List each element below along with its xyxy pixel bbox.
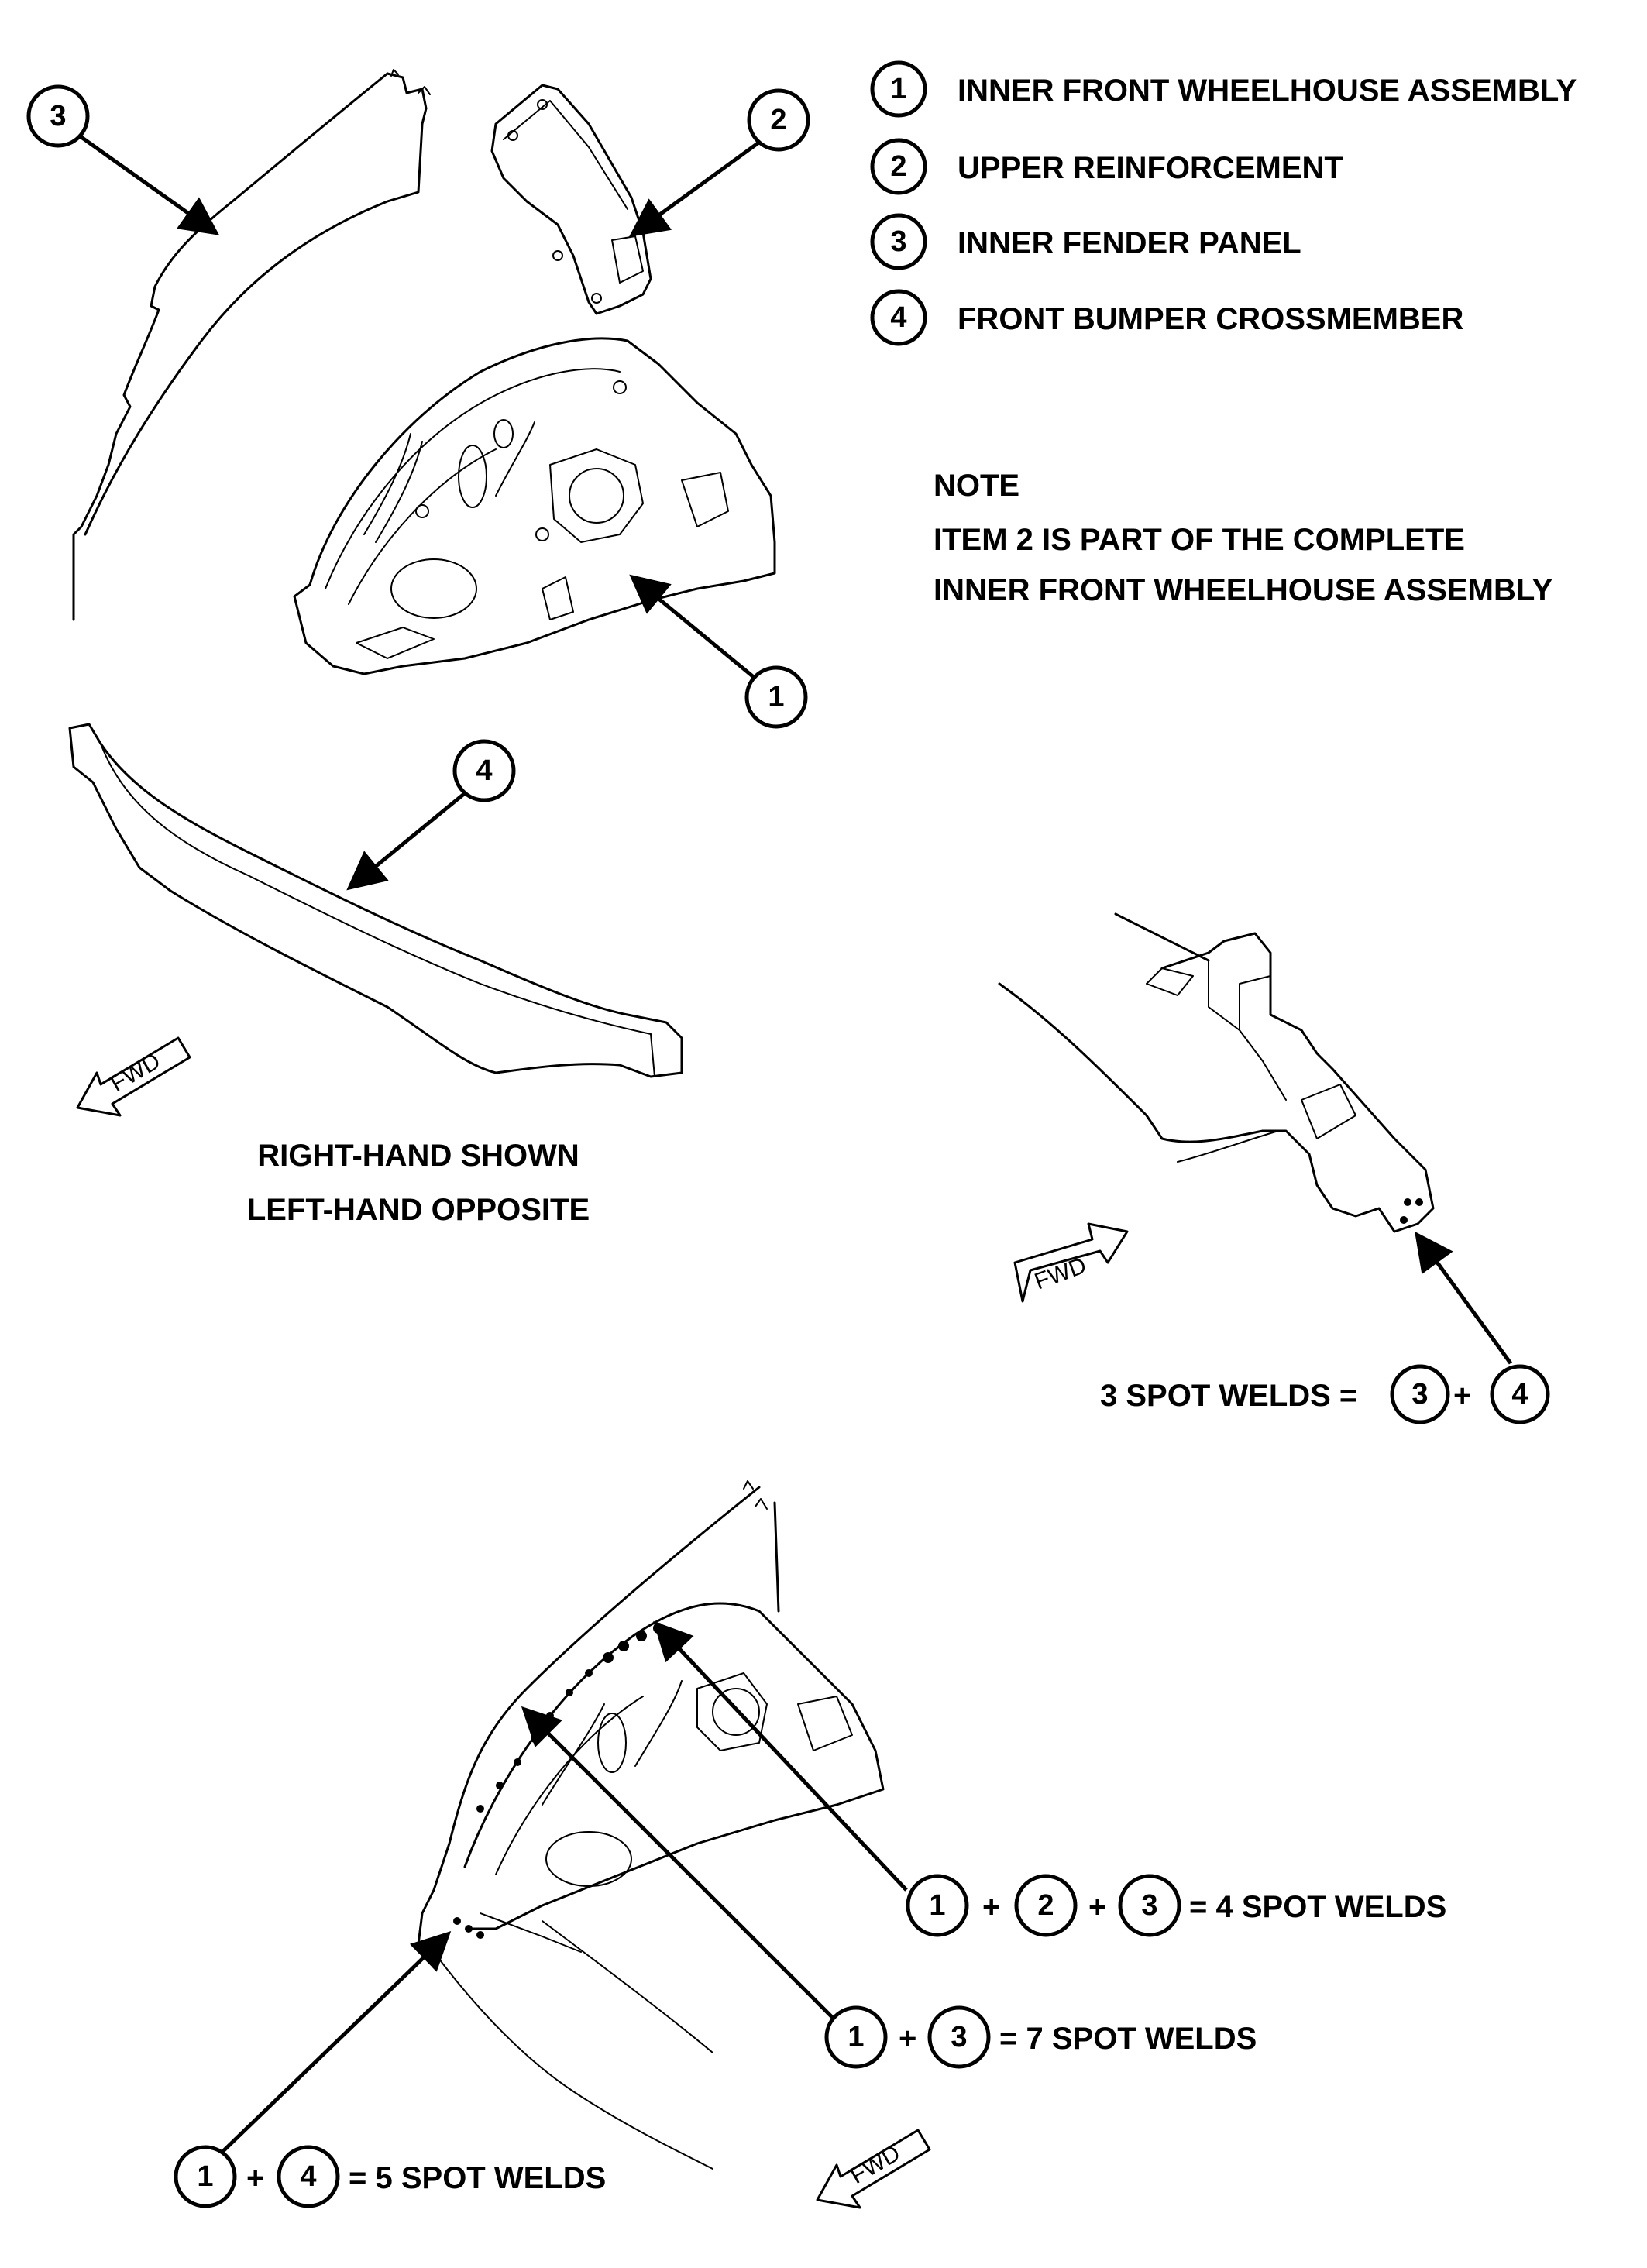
legend-item-4: 4 FRONT BUMPER CROSSMEMBER bbox=[870, 289, 1463, 346]
svg-text:3: 3 bbox=[1141, 1889, 1157, 1922]
note: NOTE ITEM 2 IS PART OF THE COMPLETE INNE… bbox=[934, 469, 1553, 607]
svg-text:4: 4 bbox=[1511, 1378, 1528, 1411]
legend-number: 1 bbox=[890, 73, 906, 105]
callout-4: 4 bbox=[346, 739, 516, 891]
legend-label: UPPER REINFORCEMENT bbox=[958, 151, 1343, 185]
svg-text:1: 1 bbox=[848, 2021, 864, 2053]
weld-callout-1-4: 1 + 4 = 5 SPOT WELDS bbox=[174, 1931, 606, 2208]
svg-text:+: + bbox=[1453, 1379, 1471, 1413]
svg-text:4: 4 bbox=[300, 2160, 316, 2193]
callout-2: 2 bbox=[628, 88, 810, 237]
svg-text:+: + bbox=[982, 1890, 1000, 1924]
note-heading: NOTE bbox=[934, 469, 1019, 503]
bumper-crossmember-drawing bbox=[68, 723, 683, 1078]
fender-bumper-detail-drawing bbox=[998, 912, 1435, 1233]
svg-text:1: 1 bbox=[929, 1889, 945, 1922]
svg-text:3: 3 bbox=[50, 100, 66, 132]
legend-item-2: 2 UPPER REINFORCEMENT bbox=[870, 138, 1343, 195]
callout-circle bbox=[870, 60, 927, 118]
note-line-1: ITEM 2 IS PART OF THE COMPLETE bbox=[934, 523, 1465, 557]
svg-text:+: + bbox=[899, 2022, 916, 2056]
svg-text:2: 2 bbox=[770, 104, 786, 136]
callout-circle bbox=[870, 138, 927, 195]
orientation-note: RIGHT-HAND SHOWN LEFT-HAND OPPOSITE bbox=[247, 1139, 590, 1227]
weld-text: = 4 SPOT WELDS bbox=[1189, 1890, 1446, 1924]
svg-text:3: 3 bbox=[1411, 1378, 1428, 1411]
legend-number: 4 bbox=[890, 301, 906, 334]
upper-reinforcement-drawing bbox=[490, 84, 652, 315]
fwd-arrow-3: FWD bbox=[816, 2129, 931, 2209]
legend-item-3: 3 INNER FENDER PANEL bbox=[870, 213, 1301, 270]
svg-text:1: 1 bbox=[197, 2160, 213, 2193]
svg-text:+: + bbox=[1088, 1890, 1106, 1924]
svg-text:2: 2 bbox=[1037, 1889, 1054, 1922]
weld-text: = 5 SPOT WELDS bbox=[349, 2161, 606, 2195]
legend-label: INNER FRONT WHEELHOUSE ASSEMBLY bbox=[958, 74, 1577, 108]
inner-fender-panel-drawing bbox=[72, 69, 431, 621]
legend-label: INNER FENDER PANEL bbox=[958, 226, 1301, 260]
orientation-line-2: LEFT-HAND OPPOSITE bbox=[247, 1193, 590, 1227]
weld-text: = 7 SPOT WELDS bbox=[999, 2022, 1257, 2056]
svg-text:1: 1 bbox=[768, 681, 784, 713]
weld-callout-3-4: 3 SPOT WELDS = 3 + 4 bbox=[1100, 1231, 1550, 1424]
svg-text:3: 3 bbox=[951, 2021, 967, 2053]
inner-wheelhouse-assembly-drawing bbox=[293, 337, 776, 675]
callout-3: 3 bbox=[26, 84, 220, 235]
note-line-2: INNER FRONT WHEELHOUSE ASSEMBLY bbox=[934, 573, 1553, 607]
callout-1: 1 bbox=[629, 574, 808, 729]
weld-callout-1-3: 1 + 3 = 7 SPOT WELDS bbox=[521, 1706, 1257, 2069]
fwd-label: FWD bbox=[1031, 1253, 1089, 1294]
callout-circle bbox=[870, 289, 927, 346]
fwd-arrow-2: FWD bbox=[1013, 1222, 1129, 1303]
svg-text:4: 4 bbox=[476, 754, 492, 787]
svg-text:+: + bbox=[246, 2161, 264, 2195]
assembled-view-drawing bbox=[417, 1480, 885, 2170]
weld-callout-1-2-3: 1 + 2 + 3 = 4 SPOT WELDS bbox=[653, 1620, 1446, 1937]
legend-number: 3 bbox=[890, 225, 906, 258]
weld-text: 3 SPOT WELDS = bbox=[1100, 1379, 1357, 1413]
fwd-arrow-1: FWD bbox=[76, 1036, 191, 1117]
legend-number: 2 bbox=[890, 150, 906, 183]
callout-circle bbox=[870, 213, 927, 270]
legend-label: FRONT BUMPER CROSSMEMBER bbox=[958, 302, 1463, 336]
orientation-line-1: RIGHT-HAND SHOWN bbox=[257, 1139, 579, 1173]
legend: 1 INNER FRONT WHEELHOUSE ASSEMBLY 2 UPPE… bbox=[870, 60, 1577, 346]
legend-item-1: 1 INNER FRONT WHEELHOUSE ASSEMBLY bbox=[870, 60, 1577, 118]
